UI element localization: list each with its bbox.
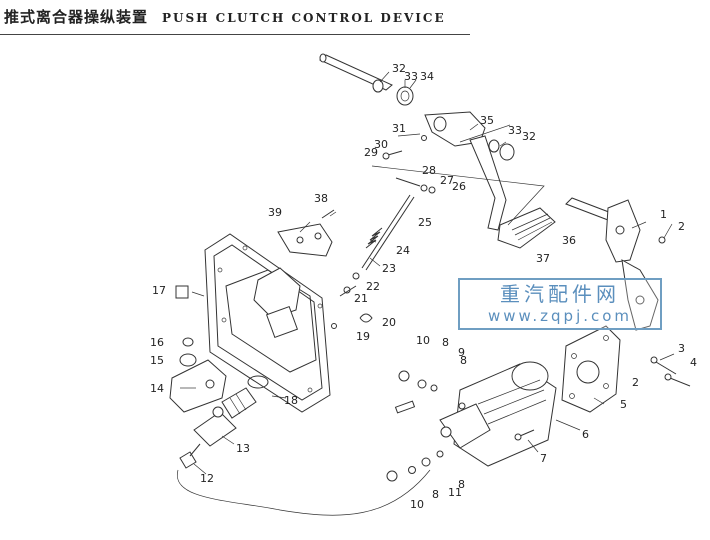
callout-25: 25 — [418, 216, 432, 229]
fittings-8-11 — [386, 370, 466, 482]
rod-end-21-22 — [339, 272, 360, 297]
callout-8-d: 8 — [432, 488, 439, 501]
callout-18: 18 — [284, 394, 298, 407]
callout-32-right: 32 — [522, 130, 536, 143]
watermark-url: www.zqpj.com — [487, 307, 633, 325]
right-shaft-bracket — [565, 197, 691, 387]
small-bolts-29-31 — [382, 135, 427, 160]
header-divider — [0, 34, 470, 35]
cap-16 — [182, 337, 194, 347]
callout-6: 6 — [582, 428, 589, 441]
callout-11: 11 — [448, 486, 462, 499]
callout-39: 39 — [268, 206, 282, 219]
callout-35: 35 — [480, 114, 494, 127]
callout-31: 31 — [392, 122, 406, 135]
callout-29: 29 — [364, 146, 378, 159]
callout-30: 30 — [374, 138, 388, 151]
pedal-pad — [497, 207, 556, 249]
master-cylinder-body-14 — [169, 359, 227, 413]
leader-lines — [180, 71, 675, 475]
screw-19 — [331, 323, 337, 329]
nut-17 — [175, 285, 189, 299]
clip-20 — [359, 313, 373, 323]
callout-27: 27 — [440, 174, 454, 187]
leader-dashed-upper — [371, 165, 545, 226]
flange-5 — [561, 325, 621, 413]
callout-19: 19 — [356, 330, 370, 343]
callout-12: 12 — [200, 472, 214, 485]
master-cylinder-13 — [193, 406, 237, 447]
callout-32-top: 32 — [392, 62, 406, 75]
callout-33-right: 33 — [508, 124, 522, 137]
watermark-cn: 重汽配件网 — [500, 282, 620, 306]
reservoir-15 — [179, 353, 197, 367]
title-english: PUSH CLUTCH CONTROL DEVICE — [162, 11, 446, 25]
bushing-33-34 — [372, 79, 414, 106]
callout-3: 3 — [678, 342, 685, 355]
callout-4: 4 — [690, 356, 697, 369]
callout-20: 20 — [382, 316, 396, 329]
pedal-lever — [424, 111, 511, 231]
callout-9: 9 — [458, 346, 465, 359]
callout-5: 5 — [620, 398, 627, 411]
callout-16: 16 — [150, 336, 164, 349]
callout-10-upper: 10 — [416, 334, 430, 347]
callout-1: 1 — [660, 208, 667, 221]
fitting-12 — [179, 443, 201, 469]
bracket-39 — [277, 209, 335, 257]
callout-36: 36 — [562, 234, 576, 247]
callout-22: 22 — [366, 280, 380, 293]
slave-cylinder-6 — [439, 361, 557, 467]
callout-2-lower: 2 — [632, 376, 639, 389]
callout-13: 13 — [236, 442, 250, 455]
callout-34: 34 — [420, 70, 434, 83]
callout-24: 24 — [396, 244, 410, 257]
boot-18 — [221, 375, 269, 419]
spring-24 — [365, 227, 383, 249]
push-rod-25 — [361, 194, 415, 271]
title-chinese: 推式离合器操纵装置 — [4, 8, 149, 26]
pedal-shaft — [319, 53, 393, 91]
callout-8-b: 8 — [460, 354, 467, 367]
clevis-26-28 — [395, 177, 436, 194]
callout-15: 15 — [150, 354, 164, 367]
callout-labels: 1 2 2 3 4 5 6 7 8 8 8 8 9 10 10 11 12 13… — [150, 62, 697, 511]
callout-14: 14 — [150, 382, 164, 395]
page-title: 推式离合器操纵装置 PUSH CLUTCH CONTROL DEVICE — [4, 6, 446, 27]
bolt-7 — [514, 429, 535, 441]
hydraulic-hose — [177, 469, 431, 516]
mounting-plate — [204, 233, 331, 413]
callout-23: 23 — [382, 262, 396, 275]
site-watermark: 重汽配件网 www.zqpj.com — [458, 278, 662, 330]
callout-8-c: 8 — [458, 478, 465, 491]
callout-33-top: 33 — [404, 70, 418, 83]
callout-38: 38 — [314, 192, 328, 205]
callout-2-upper: 2 — [678, 220, 685, 233]
callout-8-a: 8 — [442, 336, 449, 349]
callout-10-lower: 10 — [410, 498, 424, 511]
callout-37: 37 — [536, 252, 550, 265]
callout-26: 26 — [452, 180, 466, 193]
callout-28: 28 — [422, 164, 436, 177]
callout-7: 7 — [540, 452, 547, 465]
bushing-32-33-right — [488, 139, 515, 161]
callout-21: 21 — [354, 292, 368, 305]
callout-17: 17 — [152, 284, 166, 297]
